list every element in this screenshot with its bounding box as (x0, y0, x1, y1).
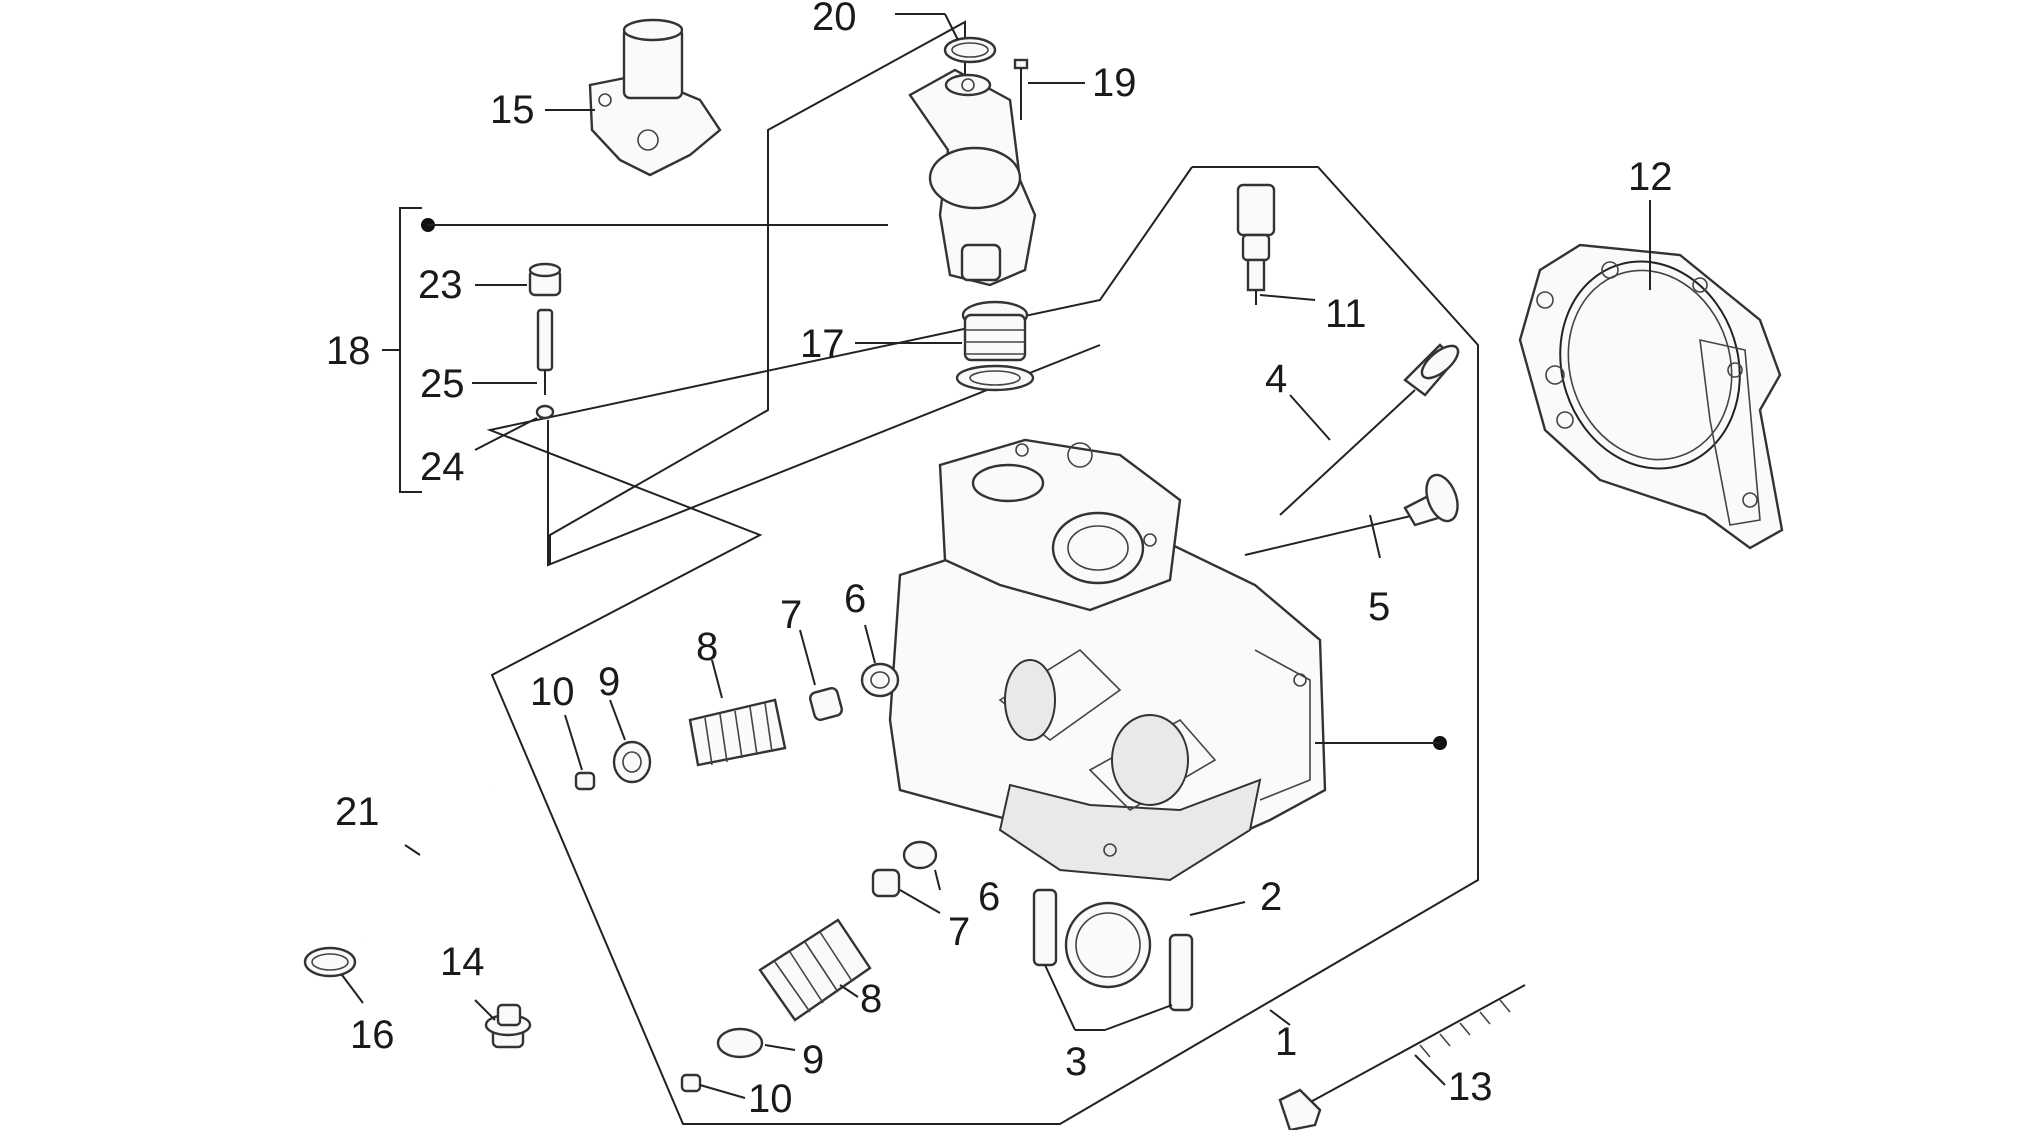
callout-4: 4 (1265, 357, 1287, 401)
callout-8-lower: 8 (860, 977, 882, 1021)
valve-key-10-lower (680, 1073, 702, 1093)
assembly-group-outline (486, 166, 1479, 1125)
callout-24: 24 (420, 445, 465, 489)
sensor-lead-line (547, 344, 1101, 567)
callout-9-upper: 9 (598, 660, 620, 704)
callout-15: 15 (490, 88, 535, 132)
callout-12: 12 (1628, 155, 1673, 199)
kit-18-bracket (399, 207, 422, 493)
valve-4 (1279, 343, 1460, 516)
callout-16: 16 (350, 1013, 395, 1057)
plug-14 (484, 1003, 532, 1049)
callout-21: 21 (335, 790, 380, 834)
screw-19 (1013, 58, 1029, 120)
thermostat-cover (908, 68, 1037, 287)
callout-11: 11 (1325, 292, 1367, 336)
leader-lines (341, 13, 1651, 1099)
callout-6-upper: 6 (844, 577, 866, 621)
cotter-7-lower (871, 868, 901, 898)
callout-7-upper: 7 (780, 593, 802, 637)
callout-8-upper: 8 (696, 625, 718, 669)
valve-seal-6-lower (902, 840, 938, 870)
valve-key-10-upper (574, 771, 596, 791)
bolt-13 (1278, 984, 1526, 1130)
valve-spring-8-lower (758, 918, 872, 1022)
callout-23: 23 (418, 263, 463, 307)
callout-5: 5 (1368, 585, 1390, 629)
hose-21 (361, 782, 494, 943)
o-ring-2 (1064, 901, 1152, 989)
callout-7-lower: 7 (948, 910, 970, 954)
valve-seal-6-upper (860, 662, 900, 698)
water-outlet-15 (588, 18, 722, 177)
callout-25: 25 (420, 362, 465, 406)
callout-1: 1 (1275, 1020, 1297, 1064)
callout-19: 19 (1092, 61, 1137, 105)
callout-14: 14 (440, 940, 485, 984)
callout-10-lower: 10 (748, 1077, 793, 1121)
washer-24 (535, 404, 555, 420)
hose-clamp-16 (303, 946, 357, 978)
temperature-sensor-11 (1236, 183, 1276, 305)
callout-20: 20 (812, 0, 857, 39)
bleed-screw-25 (536, 308, 554, 395)
cotter-7-upper (809, 687, 843, 721)
callout-17: 17 (800, 322, 845, 366)
dowel-pin-3a (1032, 888, 1058, 967)
thermostat-group-outline (549, 20, 966, 565)
clamp-20 (943, 36, 997, 64)
spring-retainer-9-lower (716, 1027, 764, 1059)
dowel-pin-3b (1168, 933, 1194, 1012)
cap-23 (528, 262, 562, 297)
spring-retainer-9-upper (612, 740, 652, 784)
valve-spring-8-upper (688, 698, 787, 767)
callout-13: 13 (1448, 1065, 1493, 1109)
callout-3: 3 (1065, 1040, 1087, 1084)
callout-6-lower: 6 (978, 875, 1000, 919)
head-gasket-12 (1518, 243, 1784, 550)
valve-5 (1244, 473, 1459, 556)
callout-18: 18 (326, 329, 371, 373)
cylinder-head (888, 438, 1327, 882)
callout-10-upper: 10 (530, 670, 575, 714)
thermostat-17 (955, 300, 1035, 392)
callout-9-lower: 9 (802, 1038, 824, 1082)
callout-2: 2 (1260, 875, 1282, 919)
